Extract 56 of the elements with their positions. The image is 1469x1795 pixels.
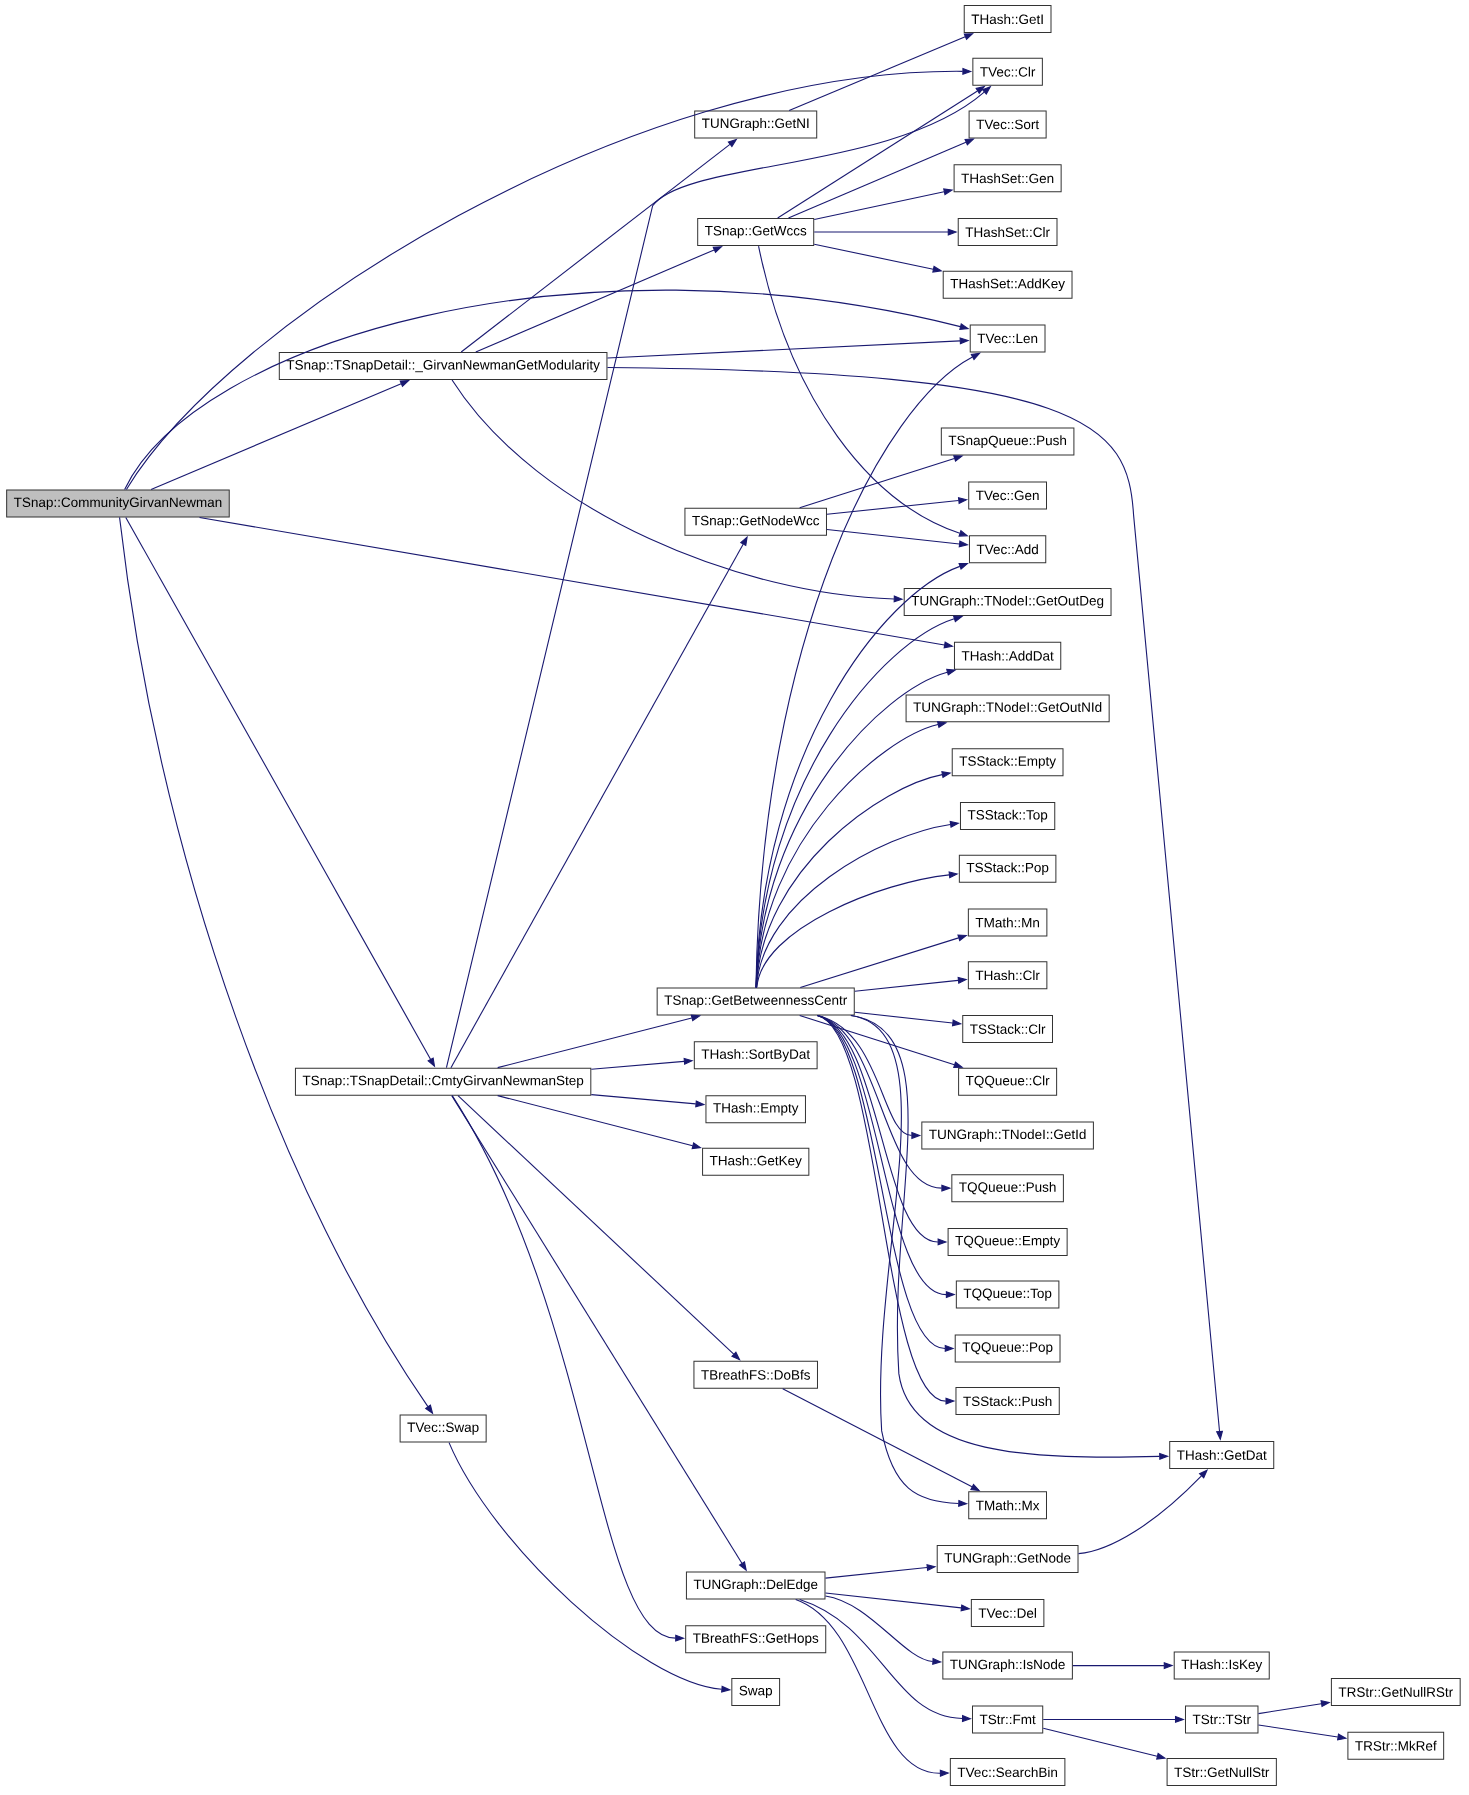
function-box: TRStr::GetNullRStr [1330,1677,1461,1706]
function-box: THash::IsKey [1173,1651,1270,1680]
function-box: TSnap::CommunityGirvanNewman [6,489,230,518]
function-box: TQQueue::Push [951,1174,1064,1203]
function-box: TUNGraph::GetNode [936,1545,1079,1574]
function-box: TSnap::TSnapDetail::CmtyGirvanNewmanStep [294,1067,592,1096]
function-box: TMath::Mn [967,908,1048,937]
function-box: TQQueue::Clr [958,1067,1058,1096]
function-box: TSStack::Clr [962,1015,1053,1043]
function-box: THash::Clr [967,961,1048,990]
function-box: TSStack::Pop [958,854,1057,883]
function-box: TQQueue::Top [955,1280,1060,1309]
function-box: TUNGraph::TNodeI::GetOutDeg [903,587,1112,616]
function-box: TRStr::MkRef [1347,1731,1445,1760]
function-box: TBreathFS::DoBfs [693,1360,818,1389]
function-box: TVec::Add [968,535,1047,564]
function-box: TSStack::Push [955,1387,1060,1416]
function-box: TUNGraph::TNodeI::GetOutNId [905,694,1110,723]
function-box: TStr::GetNullStr [1166,1758,1277,1787]
function-box: TQQueue::Empty [947,1227,1068,1256]
function-box: THashSet::Gen [953,164,1062,193]
function-box: THash::Empty [705,1095,806,1124]
arrow [150,380,410,490]
function-box: THashSet::Clr [957,218,1058,247]
function-box: TBreathFS::GetHops [685,1625,827,1654]
function-box: TStr::Fmt [972,1705,1044,1734]
arrow [457,1095,741,1361]
function-box: TVec::Len [969,324,1046,353]
function-box: Swap [731,1677,781,1706]
function-box: TVec::Del [970,1598,1045,1627]
function-box: THash::SortByDat [693,1041,818,1070]
function-box: TUNGraph::IsNode [942,1651,1073,1680]
function-box: TVec::SearchBin [949,1758,1066,1787]
function-box: TSnap::GetBetweennessCentr [656,987,855,1016]
function-box: TVec::Swap [399,1414,487,1443]
function-box: TUNGraph::TNodeI::GetId [921,1121,1094,1150]
function-box: TVec::Sort [968,110,1047,139]
function-box: TSStack::Top [959,802,1056,830]
function-box: TVec::Clr [972,57,1043,86]
function-box: TSnap::GetNodeWcc [684,507,827,536]
function-box: TUNGraph::DelEdge [685,1571,826,1600]
function-box: TSnapQueue::Push [940,427,1075,456]
function-box: TUNGraph::GetNI [694,110,818,139]
function-box: THash::AddDat [953,641,1062,670]
function-box: THashSet::AddKey [942,270,1073,299]
function-box: TStr::TStr [1185,1705,1259,1734]
function-box: THash::GetDat [1169,1440,1275,1469]
function-box: TMath::Mx [968,1491,1047,1520]
arrow [475,246,723,353]
function-box: TSnap::TSnapDetail::_GirvanNewmanGetModularity [278,352,608,380]
function-box: TSnap::GetWccs [697,218,815,247]
function-box: TVec::Gen [968,481,1047,510]
function-box: THash::GetI [963,5,1052,34]
function-box: THash::GetKey [702,1147,810,1176]
function-box: TSStack::Empty [951,748,1064,777]
function-box: TQQueue::Pop [954,1334,1061,1363]
